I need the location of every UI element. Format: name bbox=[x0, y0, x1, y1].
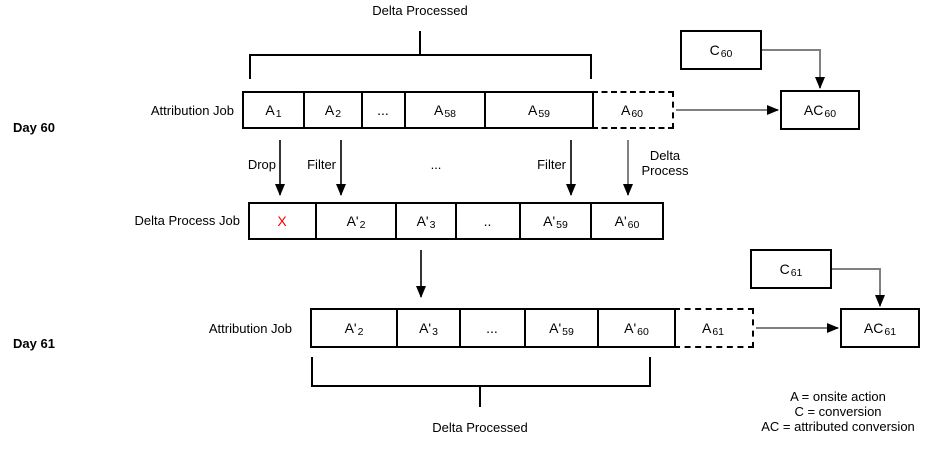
bottom-brace-label: Delta Processed bbox=[432, 420, 528, 435]
cell-dots-day60: ... bbox=[361, 93, 404, 127]
dots-between-arrows: ... bbox=[430, 157, 442, 172]
day61-attribution-row: A'2 A'3 ... A'59 A'60 bbox=[310, 308, 676, 348]
delta-process-job-label: Delta Process Job bbox=[134, 213, 241, 228]
cell-a2-prime: A'2 bbox=[315, 204, 395, 238]
delta-process-row: X A'2 A'3 .. A'59 A'60 bbox=[248, 202, 664, 240]
legend: A = onsite action C = conversion AC = at… bbox=[738, 389, 931, 434]
bottom-brace bbox=[311, 357, 651, 387]
delta-process-arrow-label: Delta Process bbox=[641, 148, 689, 178]
c61-to-ac61-arrow bbox=[832, 268, 885, 307]
top-brace bbox=[249, 54, 592, 79]
filter-arrow-label-1: Filter bbox=[307, 157, 336, 172]
drop-arrow-label: Drop bbox=[247, 157, 276, 172]
cell-a3-prime-day61: A'3 bbox=[396, 310, 459, 346]
cell-a59-prime-day61: A'59 bbox=[524, 310, 597, 346]
legend-line-ac: AC = attributed conversion bbox=[761, 419, 915, 434]
cell-a60-prime: A'60 bbox=[590, 204, 662, 238]
cell-a60-prime-day61: A'60 bbox=[597, 310, 674, 346]
attribution-job-label-day61: Attribution Job bbox=[208, 321, 292, 336]
filter-arrow-label-2: Filter bbox=[537, 157, 566, 172]
legend-line-a: A = onsite action bbox=[790, 389, 886, 404]
cell-a2-prime-day61: A'2 bbox=[344, 320, 364, 338]
attribution-job-label-day60: Attribution Job bbox=[150, 103, 234, 118]
cell-a3-prime: A'3 bbox=[395, 204, 455, 238]
cell-dots-delta-row: .. bbox=[455, 204, 519, 238]
day61-label: Day 61 bbox=[13, 336, 55, 351]
top-brace-label: Delta Processed bbox=[372, 3, 468, 18]
cell-x-dropped: X bbox=[277, 213, 287, 229]
legend-line-c: C = conversion bbox=[794, 404, 882, 419]
c60-to-ac60-arrow bbox=[762, 49, 825, 89]
cell-a59-prime: A'59 bbox=[519, 204, 590, 238]
day60-label: Day 60 bbox=[13, 120, 55, 135]
cell-dots-day61: ... bbox=[459, 310, 524, 346]
